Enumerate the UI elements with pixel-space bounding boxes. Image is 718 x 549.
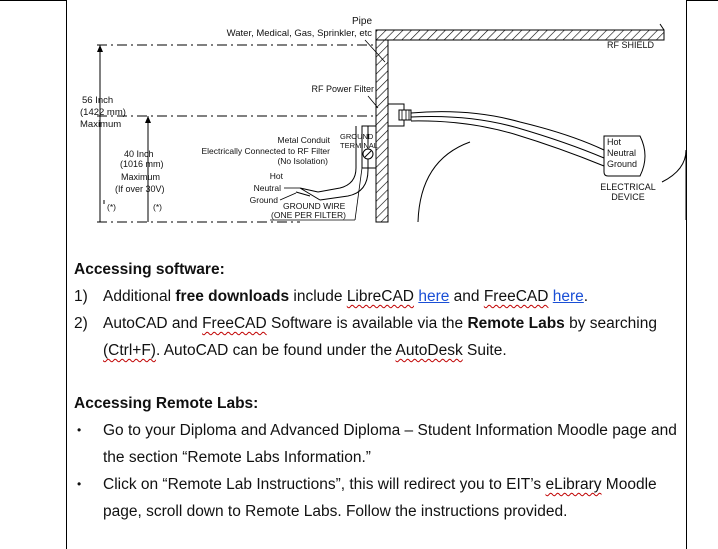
dim40-line3: Maximum [121,172,160,182]
ctrl-f-text: (Ctrl+F) [103,342,156,359]
table-border-left [66,0,67,549]
electrical-device-label-1: ELECTRICAL [600,182,656,192]
dim40-line4: (If over 30V) [115,184,165,194]
software-item-1: 1) Additional free downloads include Lib… [74,283,694,310]
remote-item-1: • Go to your Diploma and Advanced Diplom… [74,417,694,471]
wire-label-neutral: Neutral [254,183,282,193]
ground-wire-label-1: GROUND WIRE [283,201,346,211]
rf-shield-wall [375,39,389,223]
device-outline-left [417,141,471,223]
freecad-link[interactable]: here [552,288,584,305]
wire-label-ground: Ground [250,195,279,205]
list-number: 1) [74,288,88,305]
dim40-line1: 40 Inch [124,149,154,159]
wire-to-device [410,111,605,151]
table-border-top-left [0,0,66,1]
conduit-label-2: Electrically Connected to RF Filter [202,146,331,156]
bullet-icon: • [77,477,82,491]
document-body: Accessing software: 1) Additional free d… [74,256,694,525]
device-outline-right [661,149,687,220]
free-downloads-text: free downloads [175,288,290,305]
remote-labs-heading: Accessing Remote Labs: [74,395,259,412]
device-label-neutral: Neutral [607,148,636,158]
rf-filter-installation-diagram: Pipe Water, Medical, Gas, Sprinkler, etc… [80,16,687,223]
table-border-top-right [686,0,718,1]
software-heading: Accessing software: [74,261,225,278]
rf-shield-label: RF SHIELD [607,40,655,50]
device-terminal-box [603,135,646,177]
table-border-right [686,0,687,549]
librecad-link[interactable]: here [418,288,450,305]
freecad-text-2: FreeCAD [202,315,267,332]
ground-wire-label-2: (ONE PER FILTER) [271,210,346,220]
dim56-line2: (1422 mm) [80,107,126,118]
elibrary-text: eLibrary [545,476,602,493]
device-label-ground: Ground [607,159,637,169]
list-number: 2) [74,315,88,332]
autodesk-text: AutoDesk [395,342,463,359]
bullet-icon: • [77,423,82,437]
rf-shield-ceiling [375,29,665,41]
electrical-device-label-2: DEVICE [611,192,645,202]
pipe-sublabel: Water, Medical, Gas, Sprinkler, etc [227,28,373,39]
dim40-star: (*) [153,202,162,212]
rf-filter-flange [398,109,412,121]
remote-labs-bold: Remote Labs [467,315,565,332]
conduit-label-1: Metal Conduit [278,135,331,145]
pipe-label: Pipe [352,16,372,27]
conduit-label-3: (No Isolation) [277,156,328,166]
dim56-star: (*) [107,202,116,212]
software-item-2: 2) AutoCAD and FreeCAD Software is avail… [74,310,694,364]
rf-power-filter-label: RF Power Filter [311,84,374,94]
dim40-line2: (1016 mm) [120,159,164,169]
librecad-text: LibreCAD [346,288,415,305]
wire-label-hot: Hot [270,171,284,181]
ground-terminal-label-1: GROUND [340,132,374,141]
remote-item-2: • Click on “Remote Lab Instructions”, th… [74,471,694,525]
ground-terminal-label-2: TERMINAL [340,141,378,150]
dim56-line3: Maximum [80,119,121,130]
wire-ends [295,187,321,201]
freecad-text: FreeCAD [483,288,549,305]
dim56-line1: 56 Inch [82,95,113,106]
device-label-hot: Hot [607,137,622,147]
metal-conduit [319,126,369,201]
